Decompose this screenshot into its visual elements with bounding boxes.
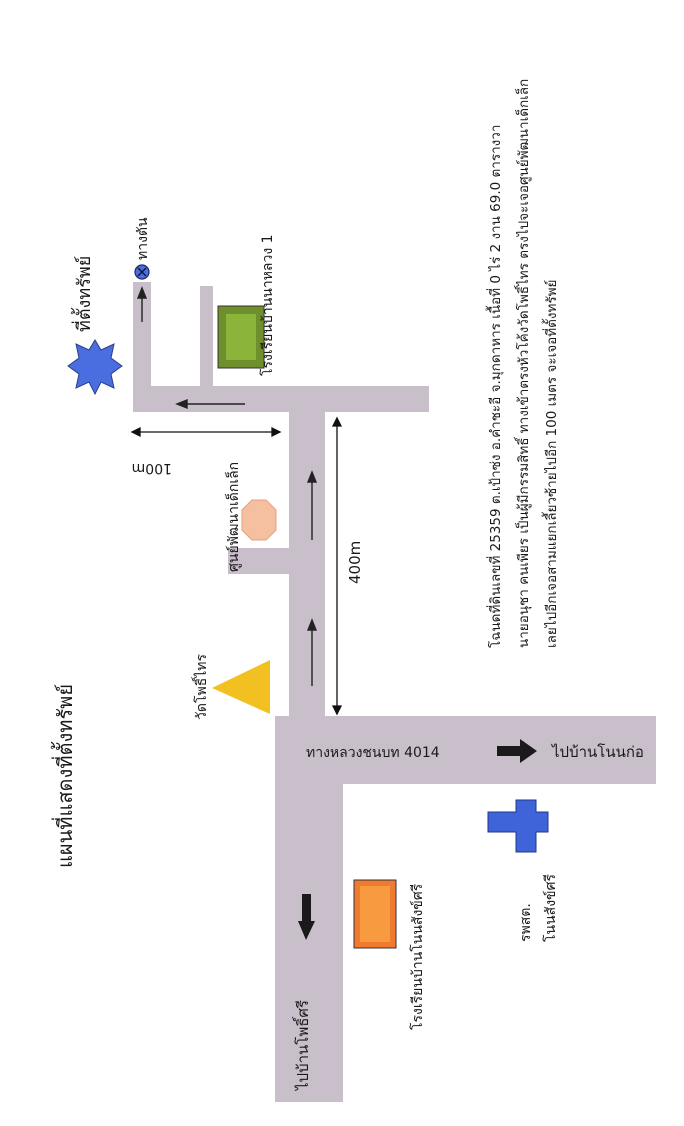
hospital-label-line1: รพสต. — [518, 903, 534, 942]
roads — [133, 282, 656, 1102]
lane-to-school — [200, 286, 213, 388]
highway-arrows — [298, 739, 537, 940]
distance-markers — [130, 416, 343, 716]
cross-lane — [133, 386, 429, 412]
to-pho-si-label: ไปบ้านโพธิ์ศรี — [292, 1000, 312, 1091]
school-ban-na-luang-icon — [217, 305, 265, 369]
property-star-icon — [67, 339, 123, 396]
map-labels: แผนที่แสดงที่ตั้งทรัพย์ ที่ตั้งทรัพย์ ทา… — [51, 217, 644, 1091]
arrow-to-non-kor — [497, 739, 537, 763]
description-line-3: เลยไปอีกเจอสามแยกเลี้ยวซ้ายไปอีก 100 เมต… — [541, 280, 560, 648]
description-line-1: โฉนดที่ดินเลขที่ 25359 ต.เป้าซ่ง อ.คำชะอ… — [485, 125, 504, 648]
highway-label: ทางหลวงชนบท 4014 — [306, 745, 440, 761]
temple-label: วัดโพธิ์ไทร — [191, 653, 210, 720]
school-ban-na-luang-label: โรงเรียนบ้านนาหลวง 1 — [259, 234, 276, 376]
distance-100-label: 100m — [132, 460, 172, 476]
lane-north — [133, 282, 151, 388]
property-label: ที่ตั้งทรัพย์ — [71, 256, 95, 332]
lane-to-child-center — [228, 548, 290, 574]
distance-400-label: 400m — [346, 541, 364, 584]
child-center-icon — [241, 499, 277, 541]
dead-end-icon — [134, 264, 150, 280]
hospital-cross-icon — [487, 799, 549, 853]
description-block: โฉนดที่ดินเลขที่ 25359 ต.เป้าซ่ง อ.คำชะอ… — [485, 79, 560, 648]
school-non-sang-label: โรงเรียนบ้านโนนสังข์ศรี — [409, 883, 426, 1030]
main-lane — [289, 392, 325, 717]
description-line-2: นายอนุชา คนเพียร เป็นผู้มีกรรมสิทธิ์ ทาง… — [513, 79, 532, 648]
dead-end-label: ทางตัน — [135, 217, 151, 260]
map-title: แผนที่แสดงที่ตั้งทรัพย์ — [51, 684, 77, 868]
direction-arrows — [136, 286, 318, 686]
to-non-kor-label: ไปบ้านโนนก่อ — [551, 743, 644, 761]
child-center-label: ศูนย์พัฒนาเด็กเล็ก — [224, 462, 242, 572]
school-non-sang-icon — [353, 879, 397, 949]
temple-icon — [212, 660, 270, 714]
hospital-label-line2: โนนสังข์ศรี — [542, 874, 559, 942]
arrow-to-pho-si — [298, 894, 315, 940]
